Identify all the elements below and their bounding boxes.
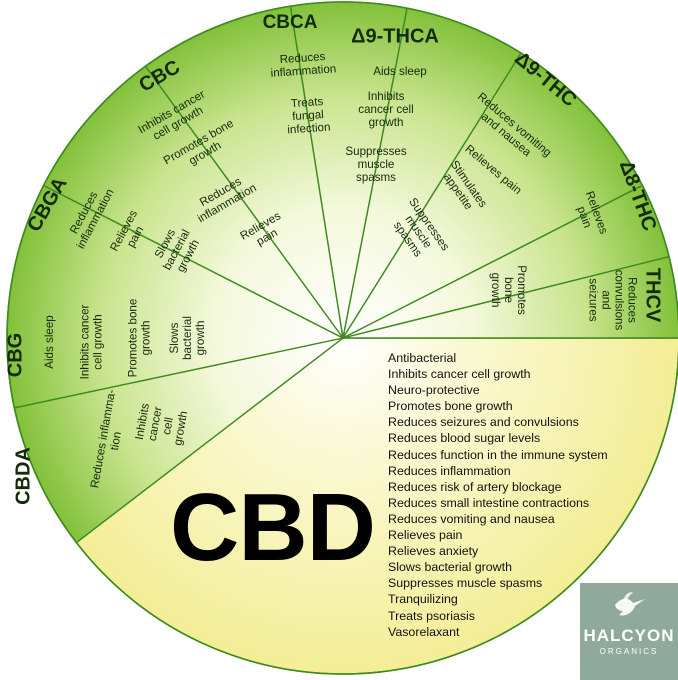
benefit-cbg-line: Promotes bone: [127, 299, 140, 378]
cbd-benefit-item: Vasorelaxant: [388, 624, 460, 639]
benefit-d9thca-line: cancer cell: [358, 103, 413, 116]
benefit-thcv-line: convulsions: [612, 270, 625, 331]
benefit-cbg: Inhibits cancercell growth: [79, 304, 105, 379]
svg-text:Inhibits cancercell growth: Inhibits cancercell growth: [79, 304, 105, 379]
benefit-cbg-line: cell growth: [92, 314, 105, 369]
benefit-cbg-line: Aids sleep: [43, 315, 56, 369]
benefit-d9thca-line: growth: [369, 116, 404, 129]
cbd-title: CBD: [170, 474, 376, 581]
benefit-thcv-line: growth: [489, 273, 502, 308]
cbd-benefit-item: Inhibits cancer cell growth: [388, 367, 531, 382]
benefit-d9thca-line: spasms: [356, 171, 396, 184]
sector-name-cbg-line: CBG: [4, 333, 26, 377]
benefit-thcv-line: seizures: [586, 278, 599, 321]
svg-text:Aids sleep: Aids sleep: [43, 315, 56, 369]
cbd-benefit-item: Reduces blood sugar levels: [388, 431, 541, 446]
svg-text:Promotes bonegrowth: Promotes bonegrowth: [127, 299, 153, 378]
cbd-benefit-item: Neuro-protective: [388, 383, 480, 398]
benefit-cbg-line: Slows: [168, 322, 181, 353]
benefit-thcv: Reducesconvulsionsandseizures: [586, 270, 638, 331]
benefit-thcv-line: Promotes: [515, 265, 528, 315]
svg-text:Promotesbonegrowth: Promotesbonegrowth: [489, 265, 528, 315]
benefit-d9thca: Aids sleep: [373, 65, 427, 78]
sector-name-d9thca-line: Δ9-THCA: [351, 25, 439, 47]
halcyon-logo: HALCYON ORGANICS: [580, 583, 678, 680]
benefit-thcv-line: bone: [502, 277, 515, 303]
svg-text:CBCA: CBCA: [263, 12, 318, 33]
cbd-benefit-item: Tranquilizing: [388, 592, 458, 607]
svg-text:CBG: CBG: [4, 333, 26, 377]
sector-layer: [6, 1, 678, 675]
cbd-benefit-item: Reduces inflammation: [388, 463, 511, 478]
cbd-benefit-item: Relieves pain: [388, 528, 463, 543]
svg-text:Δ9-THCA: Δ9-THCA: [351, 25, 439, 47]
benefit-cbda-line: tion: [108, 431, 124, 452]
benefit-cbda-line: cancer: [146, 405, 165, 442]
sector-name-cbda-line: CBDA: [12, 447, 34, 505]
benefit-cbg-line: growth: [140, 321, 153, 356]
sector-name-cbca-line: CBCA: [263, 12, 318, 33]
benefit-cbda-line: cell: [160, 416, 176, 435]
benefit-d9thca-line: Suppresses: [345, 145, 406, 158]
benefit-cbg-line: Inhibits cancer: [79, 304, 92, 379]
cbd-benefit-item: Reduces risk of artery blockage: [388, 479, 562, 494]
logo-subtitle: ORGANICS: [599, 647, 659, 656]
svg-text:Inhibitscancercellgrowth: Inhibitscancercellgrowth: [133, 402, 191, 447]
cbd-benefit-item: Antibacterial: [388, 351, 457, 365]
benefit-cbg-line: growth: [194, 321, 207, 356]
svg-text:Inhibitscancer cellgrowth: Inhibitscancer cellgrowth: [358, 90, 413, 129]
svg-text:Slowsbacterialgrowth: Slowsbacterialgrowth: [168, 316, 207, 360]
benefit-cbca-line: Treats: [290, 95, 323, 110]
benefit-thcv: Promotesbonegrowth: [489, 265, 528, 315]
sector-name-thcv: THCV: [642, 268, 664, 323]
benefit-cbca: Treatsfungalinfection: [285, 95, 331, 137]
cbd-benefit-item: Slows bacterial growth: [388, 560, 512, 575]
svg-text:Suppressesmusclespasms: Suppressesmusclespasms: [345, 145, 406, 184]
benefit-cbca: Reducesinflammation: [269, 49, 336, 80]
benefit-thcv-line: and: [599, 290, 612, 309]
cbd-benefit-item: Reduces function in the immune system: [388, 447, 608, 462]
benefit-d9thca-line: Inhibits: [368, 90, 405, 103]
wheel-outline: [6, 1, 678, 675]
cbd-benefit-item: Suppresses muscle spasms: [388, 576, 543, 591]
sector-name-cbca: CBCA: [263, 12, 318, 33]
cbd-benefit-item: Reduces vomiting and nausea: [388, 511, 555, 526]
benefit-cbg: Promotes bonegrowth: [127, 299, 153, 378]
benefit-cbca-line: infection: [287, 121, 331, 137]
benefit-cbca-line: fungal: [292, 108, 324, 123]
benefit-cbca-line: inflammation: [270, 62, 336, 80]
benefit-cbg: Aids sleep: [43, 315, 56, 369]
sector-name-cbg: CBG: [4, 333, 26, 377]
benefit-cbda: Inhibitscancercellgrowth: [133, 402, 191, 447]
svg-text:Reducesconvulsionsandseizures: Reducesconvulsionsandseizures: [586, 270, 638, 331]
benefit-cbda-line: Inhibits: [133, 402, 152, 441]
svg-text:THCV: THCV: [642, 268, 664, 323]
cbd-benefit-item: Reduces seizures and convulsions: [388, 415, 579, 430]
benefit-cbg-line: bacterial: [181, 316, 194, 360]
svg-text:CBDA: CBDA: [12, 447, 34, 505]
benefit-thcv-line: Reduces: [625, 277, 638, 323]
sector-name-thcv-line: THCV: [642, 268, 664, 323]
benefit-cbg: Slowsbacterialgrowth: [168, 316, 207, 360]
cbd-benefit-item: Relieves anxiety: [388, 544, 479, 559]
benefit-cbda-line: growth: [171, 410, 190, 447]
hummingbird-icon: [615, 592, 645, 616]
benefit-d9thca-line: Aids sleep: [373, 65, 427, 78]
benefit-d9thca-line: muscle: [358, 158, 395, 171]
cbd-benefit-item: Treats psoriasis: [388, 608, 475, 623]
cbd-benefit-item: Promotes bone growth: [388, 399, 513, 414]
cbd-benefit-item: Reduces small intestine contractions: [388, 495, 590, 510]
svg-text:Aids sleep: Aids sleep: [373, 65, 427, 78]
svg-text:Reducesinflammation: Reducesinflammation: [269, 49, 336, 80]
svg-text:Treatsfungalinfection: Treatsfungalinfection: [285, 95, 331, 137]
sector-name-cbda: CBDA: [12, 447, 34, 505]
sector-name-d9thca: Δ9-THCA: [351, 25, 439, 47]
logo-name: HALCYON: [583, 626, 675, 645]
benefit-cbca-line: Reduces: [279, 50, 326, 66]
